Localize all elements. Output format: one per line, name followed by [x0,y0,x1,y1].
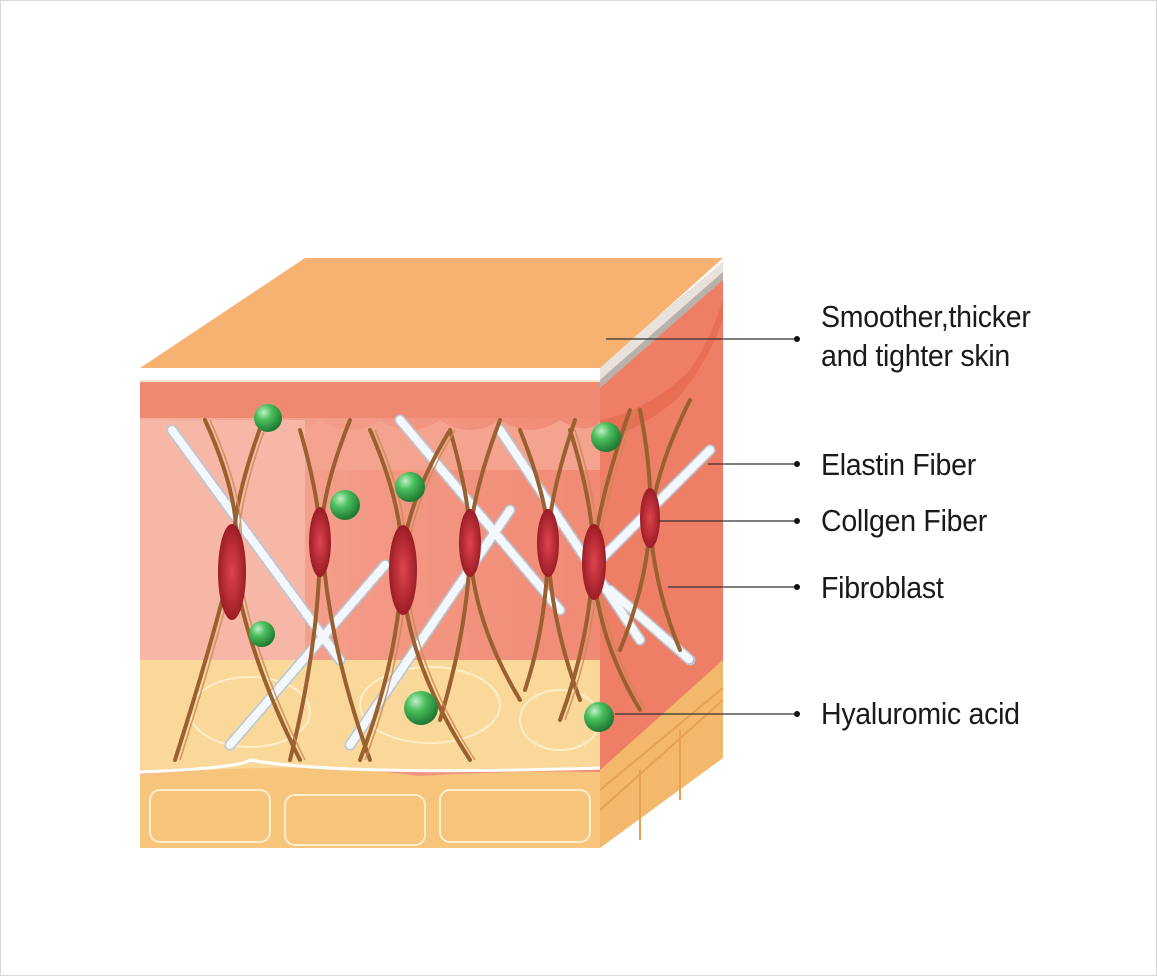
label-elastin-fiber: Elastin Fiber [821,447,976,482]
fibroblast-cell [218,524,246,620]
cube-right-face [599,262,724,848]
cube-top-face [140,258,723,368]
fibroblast-cell [459,509,481,577]
hyaluronic-sphere [249,621,275,647]
hyaluronic-sphere [254,404,282,432]
hyaluronic-sphere [395,472,425,502]
leader-dot-hyaluronic [794,711,800,717]
label-skin-line2: and tighter skin [821,338,1011,373]
fibroblast-cell [537,509,559,577]
label-fibroblast: Fibroblast [821,570,944,605]
leader-dot-fibroblast [794,584,800,590]
hyaluronic-sphere [584,702,614,732]
leader-dot-skin [794,336,800,342]
fibroblasts [218,488,660,620]
leader-lines [606,336,800,717]
label-skin: Smoother,thicker and tighter skin [821,297,1031,375]
hyaluronic-sphere [330,490,360,520]
label-collagen-fiber: Collgen Fiber [821,503,988,538]
hyaluronic-acid-spheres [249,404,621,732]
leader-dot-collagen [794,518,800,524]
fibroblast-cell [309,507,331,577]
fibroblast-cell [582,524,606,600]
hyaluronic-sphere [404,691,438,725]
fibroblast-cell [640,488,660,548]
hyaluronic-sphere [591,422,621,452]
label-hyaluronic-acid: Hyaluromic acid [821,696,1020,731]
cube-front-face [140,380,600,848]
fibroblast-cell [389,525,417,615]
label-skin-line1: Smoother,thicker [821,299,1031,334]
leader-dot-elastin [794,461,800,467]
